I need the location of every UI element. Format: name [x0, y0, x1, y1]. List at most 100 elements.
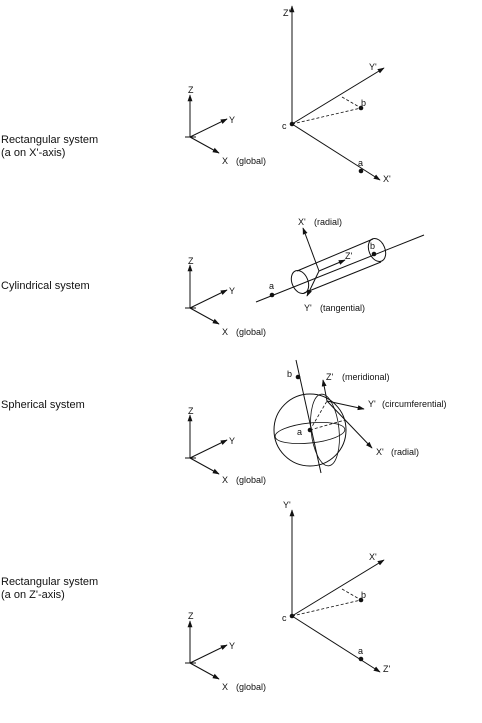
cylinder-axis-line	[255, 234, 425, 303]
local-diagonal-axis	[291, 559, 385, 617]
radial-axis	[302, 227, 320, 272]
local-axes-4: Y' X' Z' c b a	[282, 500, 390, 674]
global-y-label: Y	[229, 436, 235, 446]
row-title-line: Rectangular system	[1, 134, 99, 146]
global-x-label: X	[222, 156, 228, 166]
global-x-note: (global)	[236, 475, 266, 485]
point-b-label: b	[361, 98, 366, 108]
row-title-line: Spherical system	[1, 399, 85, 411]
global-x-axis	[189, 307, 220, 325]
row-title-line: (a on X'-axis)	[1, 147, 66, 159]
row-title-line: (a on Z'-axis)	[1, 589, 65, 601]
c-to-b-dashed	[291, 107, 362, 125]
origin-c-label: c	[282, 121, 287, 131]
global-z-label: Z	[188, 611, 194, 621]
radial-axis-note: (radial)	[314, 217, 342, 227]
point-b	[371, 251, 377, 257]
origin-c-point	[289, 613, 295, 619]
point-b	[295, 374, 301, 380]
tangential-axis-label: Y'	[304, 303, 312, 313]
global-z-label: Z	[188, 256, 194, 266]
global-axes-4: Z Y X (global)	[185, 611, 266, 692]
a-projection-dashed	[309, 419, 346, 431]
cyl-z-axis	[318, 259, 346, 272]
local-vertical-label: Y'	[283, 500, 291, 510]
point-a-label: a	[297, 427, 302, 437]
global-x-note: (global)	[236, 327, 266, 337]
spherical-radial-label: X'	[376, 447, 384, 457]
row-label-rectangular-x: Rectangular system (a on X'-axis)	[1, 134, 98, 160]
global-z-label: Z	[188, 85, 194, 95]
local-spherical: Z' (meridional) Y' (circumferential) X' …	[273, 359, 447, 474]
local-lower-label: X'	[383, 174, 391, 184]
circumferential-axis	[326, 400, 365, 411]
circumferential-axis-note: (circumferential)	[382, 399, 447, 409]
cylinder-left-end	[290, 269, 310, 295]
local-diagonal-label: Y'	[369, 62, 377, 72]
meridional-axis	[321, 379, 328, 402]
local-diagonal-label: X'	[369, 552, 377, 562]
tangential-axis	[306, 270, 320, 297]
circumferential-axis-label: Y'	[368, 399, 376, 409]
point-a	[358, 656, 364, 662]
global-x-label: X	[222, 327, 228, 337]
global-z-label: Z	[188, 406, 194, 416]
global-x-note: (global)	[236, 156, 266, 166]
global-axes-1: Z Y X (global)	[185, 85, 266, 166]
local-vertical-label: Z'	[283, 8, 290, 18]
point-b-label: b	[370, 241, 375, 251]
cylinder-bottom-edge	[303, 261, 382, 294]
point-b-label: b	[287, 369, 292, 379]
point-a-label: a	[269, 281, 274, 291]
global-x-axis	[189, 136, 220, 154]
meridional-axis-note: (meridional)	[342, 372, 390, 382]
global-x-label: X	[222, 475, 228, 485]
global-y-label: Y	[229, 115, 235, 125]
cyl-z-label: Z'	[345, 251, 352, 261]
global-y-axis	[189, 644, 228, 664]
global-x-note: (global)	[236, 682, 266, 692]
point-b-label: b	[361, 590, 366, 600]
global-y-label: Y	[229, 286, 235, 296]
local-lower-axis	[291, 615, 381, 673]
point-a-label: a	[358, 646, 363, 656]
point-a	[307, 427, 313, 433]
global-x-label: X	[222, 682, 228, 692]
spherical-polar-line	[295, 359, 322, 474]
origin-c-label: c	[282, 613, 287, 623]
global-x-axis	[189, 662, 220, 680]
origin-c-point	[289, 121, 295, 127]
row-label-spherical: Spherical system	[1, 399, 85, 412]
point-b	[358, 597, 364, 603]
local-lower-label: Z'	[383, 664, 390, 674]
spherical-radial-axis	[326, 400, 373, 449]
local-cylindrical: X' (radial) Z' Y' (tangential) a b	[255, 217, 425, 313]
point-a	[269, 292, 275, 298]
global-y-axis	[189, 118, 228, 138]
row-title-line: Cylindrical system	[1, 280, 90, 292]
row-label-cylindrical: Cylindrical system	[1, 280, 90, 293]
radial-axis-label: X'	[298, 217, 306, 227]
global-y-axis	[189, 439, 228, 459]
global-x-axis	[189, 457, 220, 475]
local-lower-axis	[291, 123, 381, 181]
tangential-axis-note: (tangential)	[320, 303, 365, 313]
c-to-b-dashed	[291, 599, 362, 617]
cylinder-right-end	[367, 237, 387, 263]
local-diagonal-axis	[291, 67, 385, 125]
sphere-equator	[274, 422, 346, 444]
a-to-b-dashed	[309, 400, 328, 431]
global-axes-2: Z Y X (global)	[185, 256, 266, 337]
point-a-label: a	[358, 158, 363, 168]
meridional-axis-label: Z'	[326, 372, 333, 382]
global-y-label: Y	[229, 641, 235, 651]
row-title-line: Rectangular system	[1, 576, 99, 588]
row-label-rectangular-z: Rectangular system (a on Z'-axis)	[1, 576, 98, 602]
b-projection-dashed	[341, 588, 362, 601]
cylinder-top-edge	[296, 238, 374, 272]
point-b	[358, 105, 364, 111]
global-axes-3: Z Y X (global)	[185, 406, 266, 485]
sphere-outline	[273, 393, 347, 467]
